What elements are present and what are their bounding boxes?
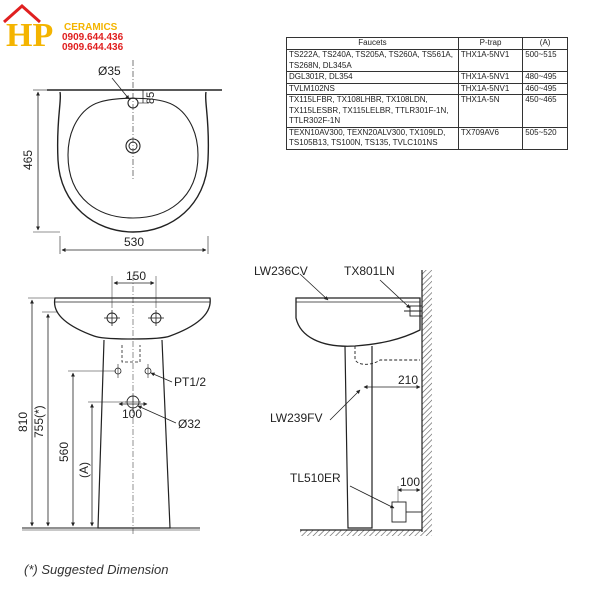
cell-faucets: TVLM102NS [286, 82, 459, 95]
drain-diameter-label: Ø32 [178, 417, 201, 431]
wall-to-drain-label: 210 [398, 373, 418, 387]
table-row: DGL301R, DL354 THX1A-5NV1 480~495 [286, 71, 568, 84]
drain-spacing-label: 100 [122, 407, 142, 421]
depth-label: 465 [21, 150, 35, 170]
side-view [295, 270, 432, 536]
top-view [33, 60, 222, 254]
wall-to-trap-label: 100 [400, 475, 420, 489]
valve-model-label: TX801LN [344, 264, 395, 278]
cell-ptrap: THX1A-5NV1 [457, 82, 524, 95]
footnote: (*) Suggested Dimension [24, 562, 169, 577]
pedestal-model-label: LW239FV [270, 411, 322, 425]
front-view [22, 275, 211, 535]
cell-faucets: TEXN10AV300, TEXN20ALV300, TX109LD, TS10… [286, 126, 459, 150]
table-header-row: Faucets P-trap (A) [286, 37, 568, 50]
right-valve-icon [148, 310, 164, 326]
basin-model-label: LW236CV [254, 264, 308, 278]
cell-range: 450~465 [522, 94, 568, 128]
cell-range: 460~495 [522, 82, 568, 95]
rim-height-label: 755(*) [32, 405, 46, 438]
cell-faucets: TS222A, TS240A, TS205A, TS260A, TS561A, … [286, 49, 459, 72]
cell-ptrap: THX1A-5NV1 [457, 49, 524, 72]
cell-ptrap: THX1A-5NV1 [457, 71, 524, 84]
table-row: TVLM102NS THX1A-5NV1 460~495 [286, 82, 568, 95]
table-row: TS222A, TS240A, TS205A, TS260A, TS561A, … [286, 49, 568, 72]
brand-logo: HP CERAMICS 0909.644.436 0909.644.436 [3, 3, 124, 54]
left-valve-icon [104, 310, 120, 326]
cell-range: 480~495 [522, 71, 568, 84]
cell-range: 500~515 [522, 49, 568, 72]
trap-model-label: TL510ER [290, 471, 341, 485]
logo-phone-1: 0909.644.436 [62, 32, 124, 43]
table-row: TEXN10AV300, TEXN20ALV300, TX109LD, TS10… [286, 126, 568, 150]
house-roof-icon [3, 3, 41, 24]
col-ptrap: P-trap [457, 37, 524, 50]
cell-faucets: DGL301R, DL354 [286, 71, 459, 84]
col-faucets: Faucets [286, 37, 459, 50]
logo-tagline: CERAMICS [64, 22, 118, 33]
variable-height-label: (A) [77, 462, 91, 478]
cell-ptrap: THX1A-5N [457, 94, 524, 128]
cell-range: 505~520 [522, 126, 568, 150]
total-height-label: 810 [16, 412, 30, 432]
supply-label: PT1/2 [174, 375, 206, 389]
spec-table: Faucets P-trap (A) TS222A, TS240A, TS205… [286, 37, 568, 150]
width-label: 530 [124, 235, 144, 249]
logo-brand: HP [6, 17, 53, 54]
col-range: (A) [522, 37, 568, 50]
cell-faucets: TX115LFBR, TX108LHBR, TX108LDN, TX115LES… [286, 94, 459, 128]
cell-ptrap: TX709AV6 [457, 126, 524, 150]
table-row: TX115LFBR, TX108LHBR, TX108LDN, TX115LES… [286, 94, 568, 128]
faucet-spacing-label: 150 [126, 269, 146, 283]
hole-offset-label: 85 [145, 92, 157, 104]
drain-height-label: 560 [57, 442, 71, 462]
hole-diameter-label: Ø35 [98, 64, 121, 78]
logo-phone-2: 0909.644.436 [62, 42, 124, 53]
